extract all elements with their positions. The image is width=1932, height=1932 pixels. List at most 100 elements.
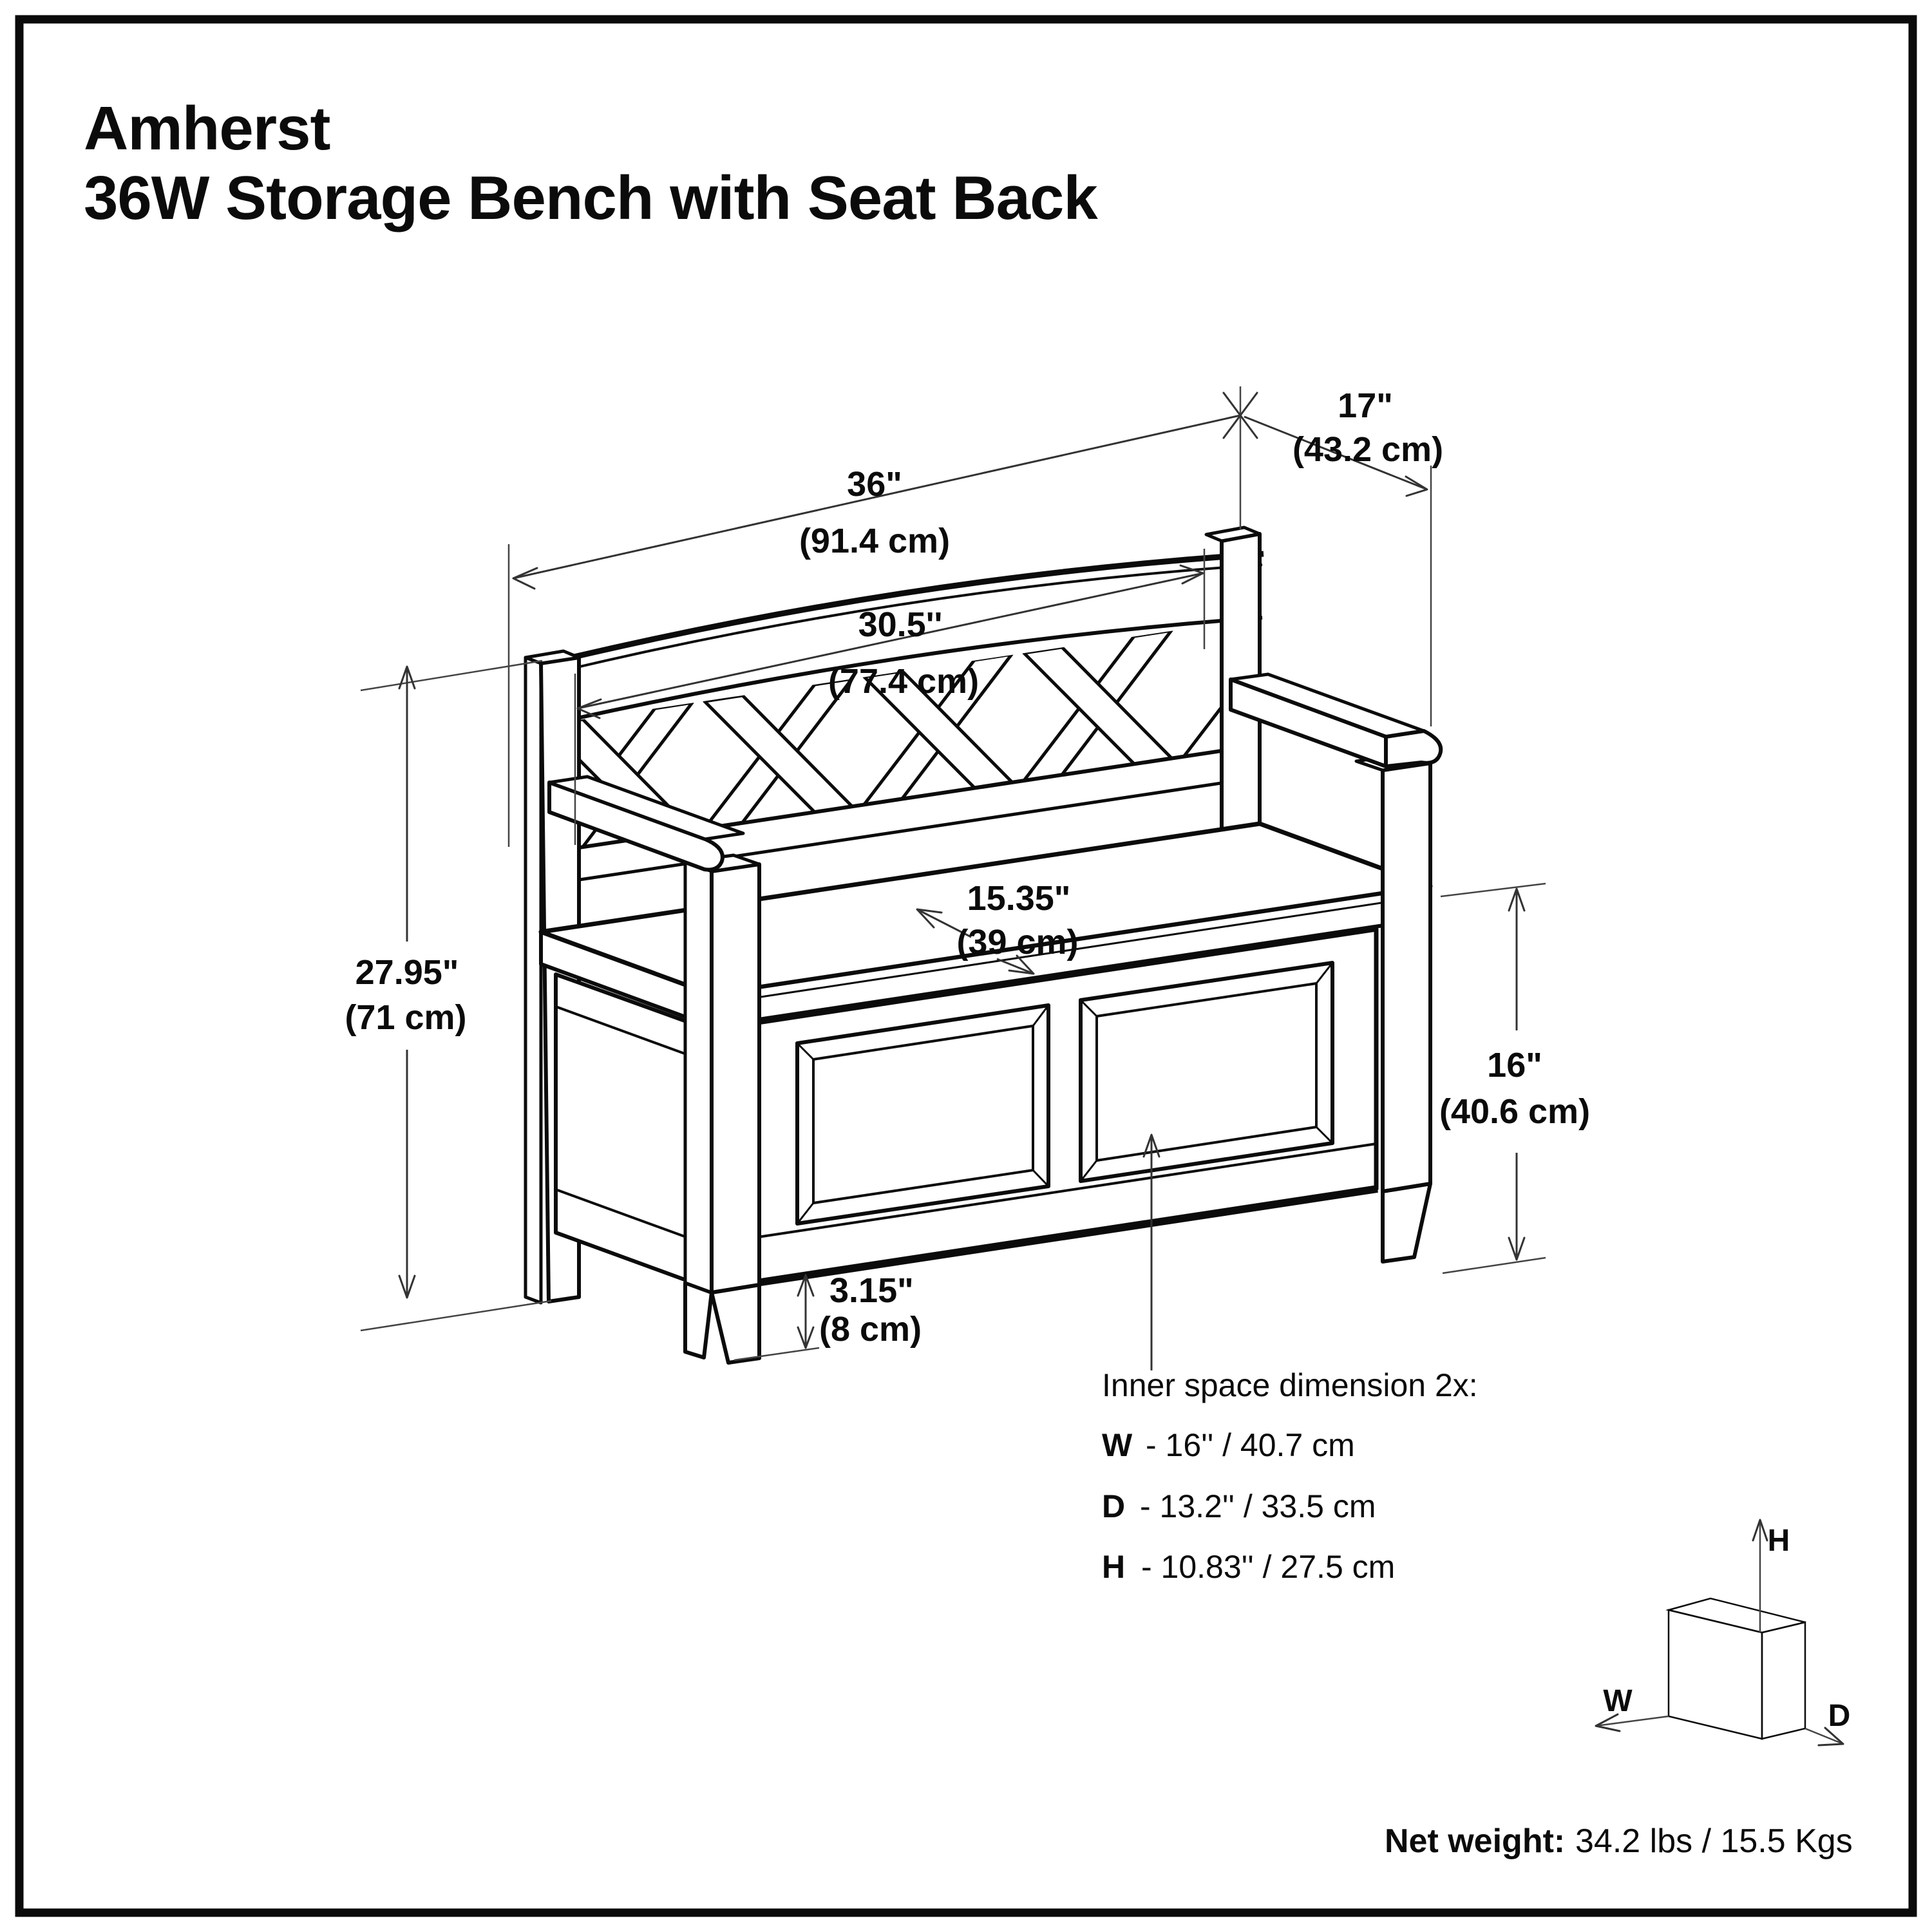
dim-floor-clearance-cm: (8 cm) bbox=[819, 1310, 922, 1349]
depth-axis bbox=[1804, 1727, 1844, 1745]
dim-back-width-inches: 30.5'' bbox=[858, 605, 943, 644]
inner-space-row-label: H bbox=[1102, 1549, 1125, 1585]
inner-space-row-value: - 13.2'' / 33.5 cm bbox=[1140, 1488, 1376, 1524]
dim-floor-clearance-inches: 3.15" bbox=[829, 1271, 914, 1310]
extension-line bbox=[734, 1347, 820, 1361]
arrowhead bbox=[797, 1274, 815, 1297]
storage-box bbox=[554, 927, 1379, 1287]
width-axis bbox=[1595, 1715, 1669, 1727]
panel-miter bbox=[1079, 1160, 1098, 1182]
dimension-line bbox=[577, 572, 1204, 710]
backrest-top-rail-edge bbox=[543, 551, 1264, 667]
storage-panel-right bbox=[1079, 961, 1334, 1183]
panel-miter bbox=[796, 1042, 815, 1061]
net-weight: Net weight: 34.2 lbs / 15.5 Kgs bbox=[1385, 1823, 1853, 1860]
panel-miter bbox=[796, 1202, 815, 1224]
extension-line bbox=[1442, 1256, 1546, 1274]
dim-floor-clearance: 3.15" (8 cm) bbox=[734, 1271, 922, 1361]
dim-seat-height: 16" (40.6 cm) bbox=[1439, 882, 1590, 1274]
panel-miter bbox=[1032, 1005, 1050, 1027]
dim-overall-depth-inches: 17" bbox=[1338, 386, 1393, 425]
back-left-post-top bbox=[524, 649, 581, 665]
front-right-post bbox=[1381, 761, 1432, 1193]
dimension-cross-mark bbox=[1222, 392, 1258, 439]
back-right-post-top bbox=[1204, 526, 1262, 543]
right-arm-nose bbox=[1384, 729, 1443, 768]
dim-seat-depth-inches: 15.35" bbox=[967, 879, 1071, 918]
panel-miter bbox=[1315, 1126, 1334, 1144]
inner-space-row-label: W bbox=[1102, 1427, 1133, 1463]
front-posts bbox=[683, 752, 1432, 1294]
extension-line bbox=[360, 1300, 552, 1332]
dim-overall-height: 27.95" (71 cm) bbox=[345, 659, 552, 1332]
front-left-foot-side bbox=[683, 1281, 714, 1359]
arrowhead bbox=[797, 1326, 815, 1349]
net-weight-value: 34.2 lbs / 15.5 Kgs bbox=[1575, 1823, 1853, 1860]
arrowhead bbox=[398, 1274, 416, 1299]
box-bottom-edge bbox=[752, 1185, 1378, 1287]
arrowhead bbox=[576, 698, 602, 719]
arrowhead bbox=[1008, 954, 1035, 975]
arrowhead bbox=[512, 567, 538, 590]
product-name-title: 36W Storage Bench with Seat Back bbox=[84, 164, 1098, 232]
inner-space-row-value: - 16'' / 40.7 cm bbox=[1146, 1427, 1355, 1463]
arrowhead bbox=[916, 908, 943, 929]
arrowhead bbox=[1595, 1713, 1621, 1732]
inner-space-heading: Inner space dimension 2x: bbox=[1102, 1367, 1478, 1403]
page-border bbox=[15, 15, 1917, 1917]
inner-space-row-label: D bbox=[1102, 1488, 1125, 1524]
axis-label-depth: D bbox=[1828, 1699, 1851, 1733]
dim-overall-width: 36" (91.4 cm) bbox=[507, 386, 1258, 847]
backrest-lower-rail-bottom bbox=[540, 775, 1260, 887]
dim-seat-depth-cm: (39 cm) bbox=[956, 923, 1078, 961]
axis-label-height: H bbox=[1768, 1524, 1790, 1558]
product-collection-title: Amherst bbox=[84, 94, 330, 163]
arrowhead bbox=[1752, 1519, 1768, 1542]
lattice-slat bbox=[1022, 645, 1173, 766]
dim-overall-height-inches: 27.95" bbox=[355, 953, 459, 992]
box-left-side bbox=[554, 972, 694, 1284]
arrowhead bbox=[1508, 887, 1526, 912]
title-block: Amherst 36W Storage Bench with Seat Back bbox=[84, 94, 1099, 232]
front-right-foot bbox=[1381, 1182, 1432, 1264]
net-weight-label: Net weight: bbox=[1385, 1823, 1565, 1860]
dim-seat-depth: 15.35" (39 cm) bbox=[916, 879, 1079, 975]
dim-seat-height-cm: (40.6 cm) bbox=[1439, 1092, 1590, 1131]
cube-right-face bbox=[1761, 1621, 1806, 1740]
dimension-line bbox=[1244, 415, 1428, 491]
inner-space-note: Inner space dimension 2x: W - 16'' / 40.… bbox=[1102, 1133, 1478, 1585]
dim-overall-width-cm: (91.4 cm) bbox=[799, 522, 950, 560]
dimension-line bbox=[916, 908, 972, 938]
extension-line bbox=[360, 659, 543, 692]
bench-arms bbox=[547, 672, 1443, 872]
arrowhead bbox=[1179, 564, 1204, 585]
dim-overall-width-inches: 36" bbox=[847, 465, 902, 504]
lattice-slat bbox=[703, 694, 854, 814]
dim-back-width-cm: (77.4 cm) bbox=[828, 662, 979, 701]
inner-space-row-value: - 10.83'' / 27.5 cm bbox=[1141, 1549, 1395, 1585]
bench-drawing bbox=[524, 526, 1443, 1365]
front-left-post-side bbox=[683, 860, 714, 1294]
axis-orientation-cube: H W D bbox=[1595, 1519, 1851, 1747]
box-left-side-bottom-rail bbox=[555, 1188, 692, 1240]
dim-seat-height-inches: 16" bbox=[1487, 1046, 1542, 1084]
left-arm-outer bbox=[547, 781, 724, 872]
panel-miter bbox=[1315, 962, 1334, 984]
panel-frame bbox=[795, 1003, 1050, 1226]
dim-overall-depth: 17" (43.2 cm) bbox=[1244, 386, 1443, 726]
arrowhead bbox=[1817, 1727, 1844, 1747]
panel-frame bbox=[1079, 961, 1334, 1183]
dimension-line bbox=[513, 414, 1241, 580]
front-left-foot bbox=[710, 1283, 761, 1365]
box-bottom-rail-top bbox=[753, 1142, 1377, 1239]
extension-line bbox=[1440, 882, 1546, 898]
dim-overall-height-cm: (71 cm) bbox=[345, 998, 466, 1037]
arrowhead bbox=[1405, 475, 1428, 497]
panel-miter bbox=[1079, 999, 1098, 1018]
storage-panel-left bbox=[795, 1003, 1050, 1226]
back-left-post-side bbox=[524, 656, 543, 1305]
seat-front-detail-line bbox=[714, 895, 1428, 1005]
arrowhead bbox=[1508, 1236, 1526, 1261]
